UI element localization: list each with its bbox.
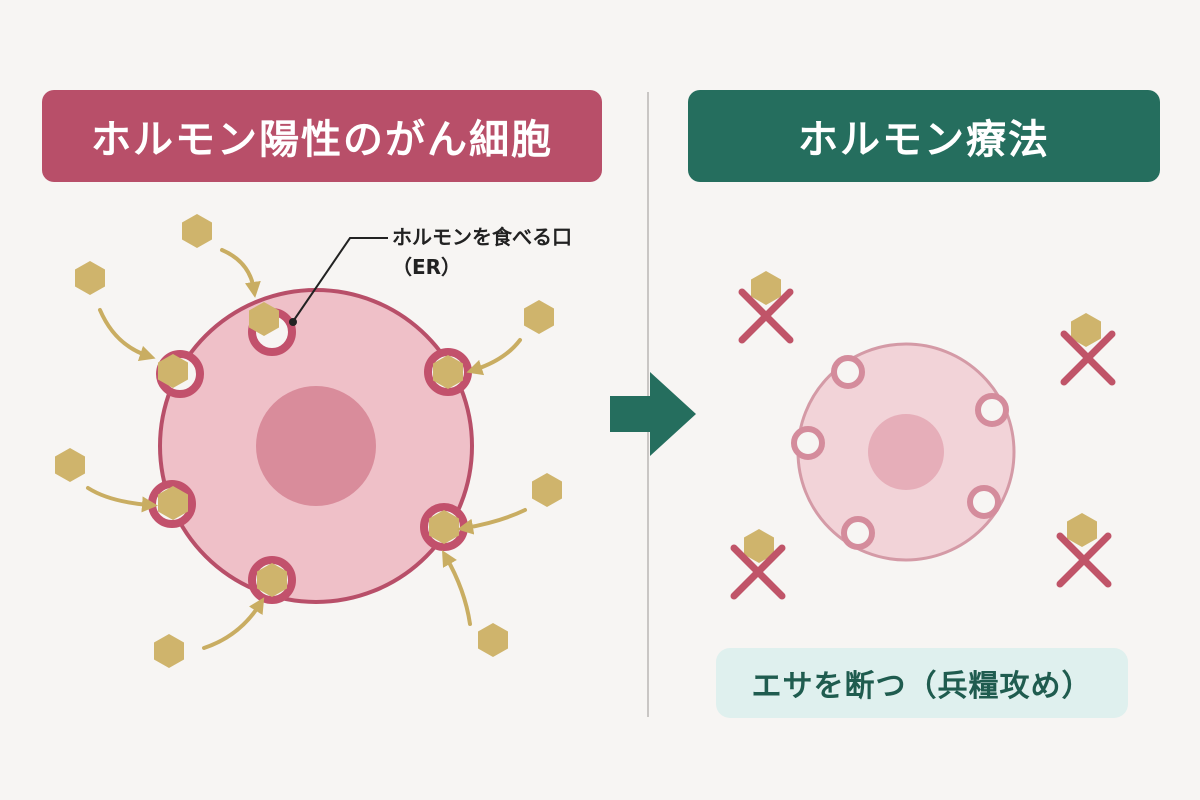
cancer-cell bbox=[148, 288, 474, 604]
hormone-arrows bbox=[86, 248, 527, 650]
nucleus bbox=[256, 386, 376, 506]
callout-sublabel: （ER） bbox=[392, 255, 462, 279]
starved-cell bbox=[791, 342, 1016, 562]
nucleus-small bbox=[868, 414, 944, 490]
callout-label: ホルモンを食べる口 bbox=[392, 225, 572, 249]
left-panel-title: ホルモン陽性のがん細胞 bbox=[42, 90, 602, 182]
right-arrow-icon bbox=[610, 372, 696, 456]
therapy-caption: エサを断つ（兵糧攻め） bbox=[716, 648, 1128, 718]
callout-dot bbox=[289, 318, 297, 326]
callout-leader bbox=[293, 237, 388, 321]
receptor-callout: ホルモンを食べる口 （ER） bbox=[392, 222, 572, 282]
right-panel-title: ホルモン療法 bbox=[688, 90, 1160, 182]
empty-receptor-notches bbox=[791, 355, 1009, 550]
x-mark-icon bbox=[730, 288, 1116, 600]
